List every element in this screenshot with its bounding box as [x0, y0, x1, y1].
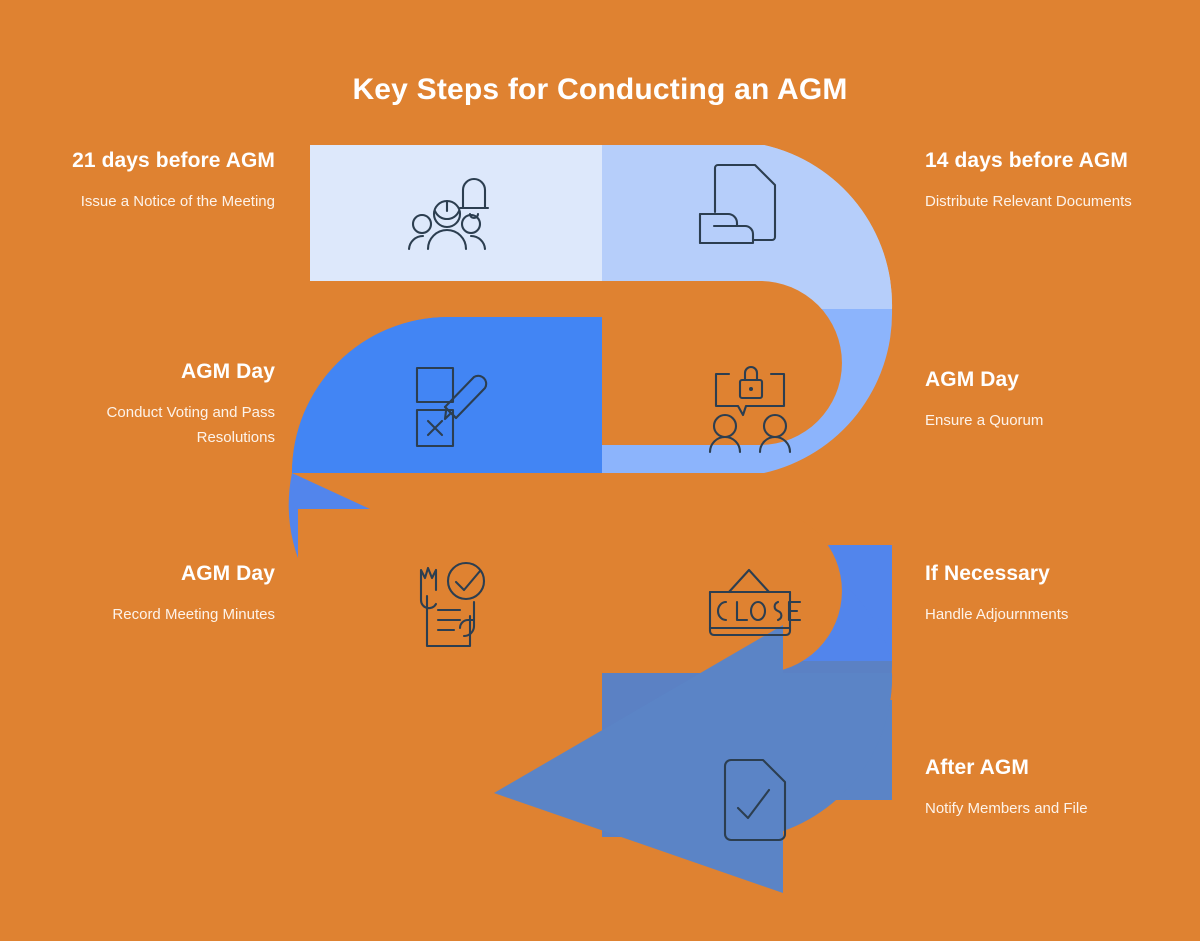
step-4-heading: AGM Day	[925, 368, 1020, 391]
step-4-description: Ensure a Quorum	[925, 412, 1044, 429]
step-2-description: Distribute Relevant Documents	[925, 193, 1132, 210]
document-check-icon	[695, 745, 815, 855]
people-lock-chat-icon	[690, 352, 810, 462]
step-5-description: Record Meeting Minutes	[112, 606, 275, 623]
step-label-6: If Necessary Handle Adjournments	[925, 560, 1175, 627]
step-6-description: Handle Adjournments	[925, 606, 1069, 623]
close-sign-icon	[690, 552, 810, 662]
step-5-heading: AGM Day	[180, 562, 275, 585]
step-3-description: Conduct Voting and Pass Resolutions	[106, 404, 275, 446]
step-7-description: Notify Members and File	[925, 800, 1088, 817]
step-label-5: AGM Day Record Meeting Minutes	[25, 560, 275, 627]
step-label-2: 14 days before AGM Distribute Relevant D…	[925, 147, 1175, 214]
document-distribute-icon	[686, 150, 806, 260]
step-6-heading: If Necessary	[925, 562, 1050, 585]
step-label-4: AGM Day Ensure a Quorum	[925, 366, 1175, 433]
step-3-heading: AGM Day	[180, 360, 275, 383]
step-2-heading: 14 days before AGM	[925, 149, 1128, 172]
people-bell-icon	[393, 157, 513, 267]
step-1-description: Issue a Notice of the Meeting	[80, 193, 275, 210]
step-label-1: 21 days before AGM Issue a Notice of the…	[25, 147, 275, 214]
hand-document-check-icon	[388, 550, 508, 660]
page-title: Key Steps for Conducting an AGM	[352, 73, 848, 106]
flow-arrow	[494, 625, 783, 893]
serpentine-bands	[288, 145, 893, 893]
ballot-pencil-icon	[393, 352, 513, 462]
step-label-7: After AGM Notify Members and File	[925, 754, 1175, 821]
step-label-3: AGM Day Conduct Voting and Pass Resoluti…	[25, 358, 275, 450]
step-7-heading: After AGM	[925, 756, 1029, 779]
band-step-1	[310, 145, 602, 281]
step-1-heading: 21 days before AGM	[72, 149, 275, 172]
